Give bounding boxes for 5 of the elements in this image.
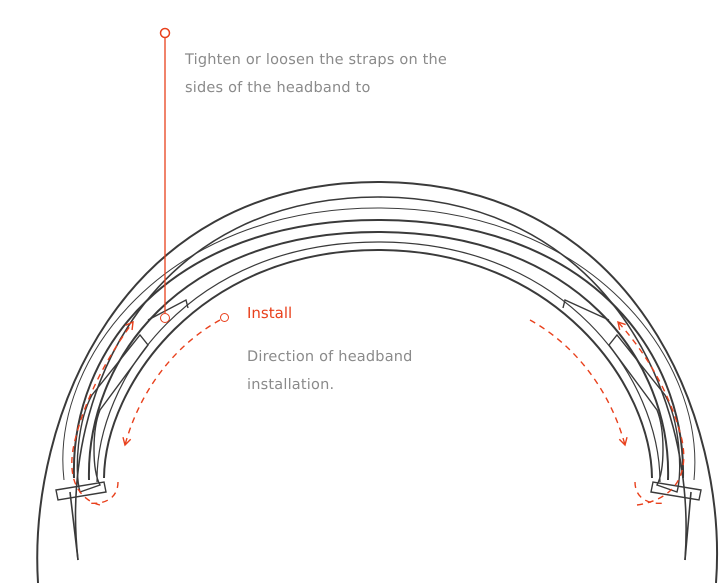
callout-heading: Install bbox=[247, 303, 294, 323]
strap-point bbox=[160, 313, 170, 323]
leader-line bbox=[160, 28, 170, 313]
description-text: Tighten or loosen the straps on the sides of the headband to bbox=[185, 51, 448, 98]
description-text: Direction of headband installation. bbox=[247, 348, 414, 395]
